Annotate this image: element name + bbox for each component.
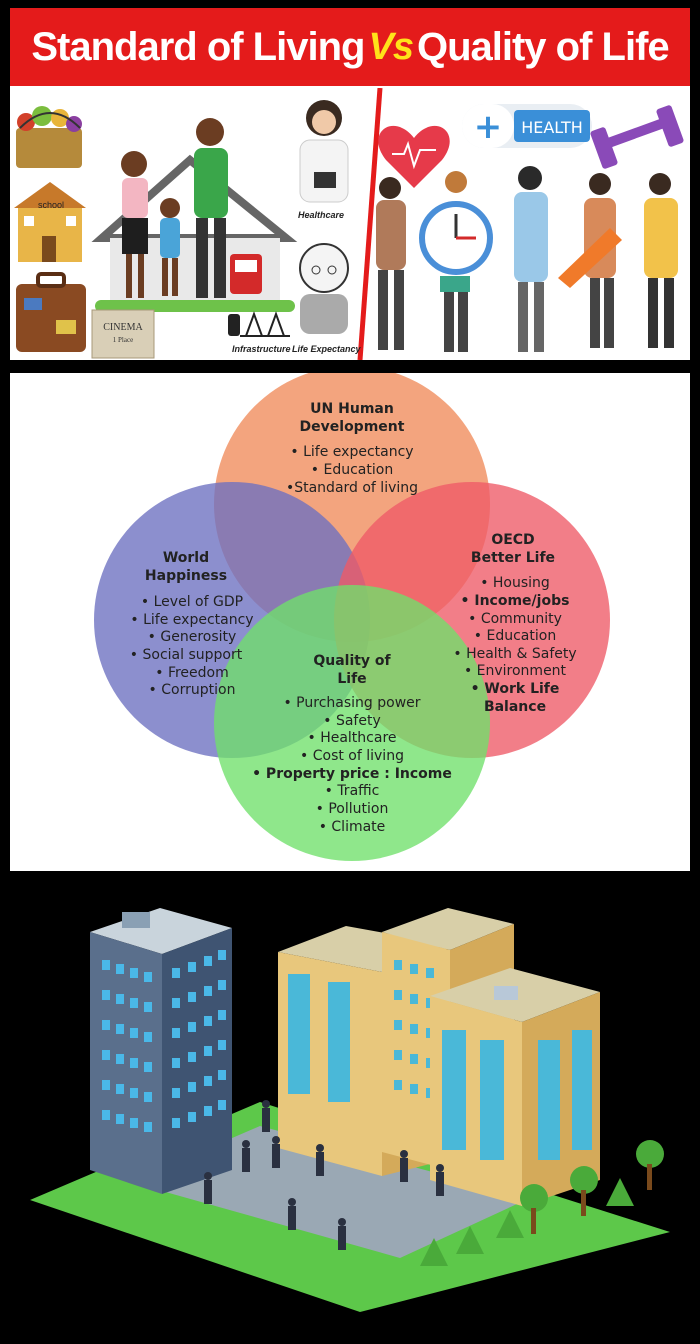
qol-item: • Cost of living: [300, 748, 404, 764]
health-badge-label: HEALTH: [521, 118, 583, 137]
qol-title-line1: Quality of: [313, 653, 391, 669]
people-group-illustration: [376, 166, 678, 352]
infrastructure-label: Infrastructure: [232, 344, 291, 354]
trees: [420, 1140, 664, 1266]
school-icon: school: [14, 182, 86, 262]
oecd-title-line1: OECD: [491, 532, 534, 548]
un-item: • Life expectancy: [290, 444, 413, 460]
city-buildings-scene: [30, 908, 670, 1312]
oecd-item: • Environment: [464, 663, 567, 679]
banner-title-vs: Vs: [368, 25, 413, 68]
world-item: • Level of GDP: [141, 594, 243, 610]
life-expectancy-label: Life Expectancy: [292, 344, 362, 354]
health-badge: + HEALTH: [462, 104, 592, 148]
elderly-person-icon: Life Expectancy: [292, 243, 362, 354]
heart-icon: [378, 125, 450, 188]
world-item: • Generosity: [148, 629, 237, 645]
qol-item: • Pollution: [316, 801, 389, 817]
qol-item: • Safety: [323, 713, 381, 729]
business-people: [204, 1100, 444, 1250]
cinema-sub-label: 1 Place: [113, 336, 133, 344]
header-infographic: Standard of Living Vs Quality of Life sc…: [10, 8, 690, 360]
oecd-title-line2: Better Life: [471, 550, 555, 566]
bridge-icon: Infrastructure: [228, 311, 291, 354]
venn-circle-quality-of-life: [214, 585, 490, 861]
beige-office-building: [278, 908, 600, 1206]
world-item: • Life expectancy: [130, 612, 253, 628]
qol-item: • Purchasing power: [283, 695, 420, 711]
qol-item: • Climate: [319, 819, 386, 835]
doctor-icon: Healthcare: [298, 100, 349, 220]
family-illustration: [121, 118, 228, 298]
banner-title-right: Quality of Life: [416, 24, 670, 69]
venn-diagram: UN Human Development • Life expectancy •…: [94, 373, 610, 861]
title-banner: Standard of Living Vs Quality of Life: [10, 8, 690, 86]
oecd-item: • Health & Safety: [453, 646, 576, 662]
oecd-item: • Income/jobs: [461, 593, 570, 609]
cinema-ticket-icon: CINEMA 1 Place: [91, 309, 155, 359]
world-item: • Freedom: [155, 665, 229, 681]
qol-item: • Property price : Income: [252, 766, 452, 782]
un-item: • Education: [311, 462, 393, 478]
venn-diagram-panel: UN Human Development • Life expectancy •…: [10, 373, 690, 871]
car-icon: [230, 254, 262, 294]
isometric-city-illustration: [10, 880, 690, 1340]
dumbbell-icon: [590, 105, 684, 169]
un-title-line2: Development: [300, 419, 405, 435]
un-title-line1: UN Human: [310, 401, 394, 417]
oecd-item: • Work Life: [471, 681, 560, 697]
qol-item: • Traffic: [325, 783, 380, 799]
suitcase-icon: [16, 272, 86, 352]
standard-vs-quality-illustration: school: [14, 88, 684, 360]
qol-title-line2: Life: [337, 671, 366, 687]
school-label: school: [38, 200, 64, 210]
banner-title: Standard of Living Vs Quality of Life: [10, 8, 690, 86]
cinema-label: CINEMA: [103, 322, 143, 333]
un-item: •Standard of living: [286, 480, 418, 496]
oecd-item: • Housing: [480, 575, 550, 591]
tall-blue-building: [90, 908, 232, 1194]
divider-line: [357, 88, 383, 360]
world-title-line1: World: [163, 550, 209, 566]
oecd-item: • Education: [474, 628, 556, 644]
world-item: • Corruption: [149, 682, 236, 698]
world-item: • Social support: [130, 647, 243, 663]
clock-icon: [419, 201, 493, 275]
health-plus-icon: +: [474, 107, 503, 147]
healthcare-label: Healthcare: [298, 210, 344, 220]
qol-item: • Healthcare: [307, 730, 396, 746]
banner-title-left: Standard of Living: [31, 24, 365, 69]
grocery-basket-icon: [16, 106, 82, 168]
world-title-line2: Happiness: [145, 568, 227, 584]
oecd-item: Balance: [484, 699, 546, 715]
oecd-item: • Community: [468, 611, 562, 627]
